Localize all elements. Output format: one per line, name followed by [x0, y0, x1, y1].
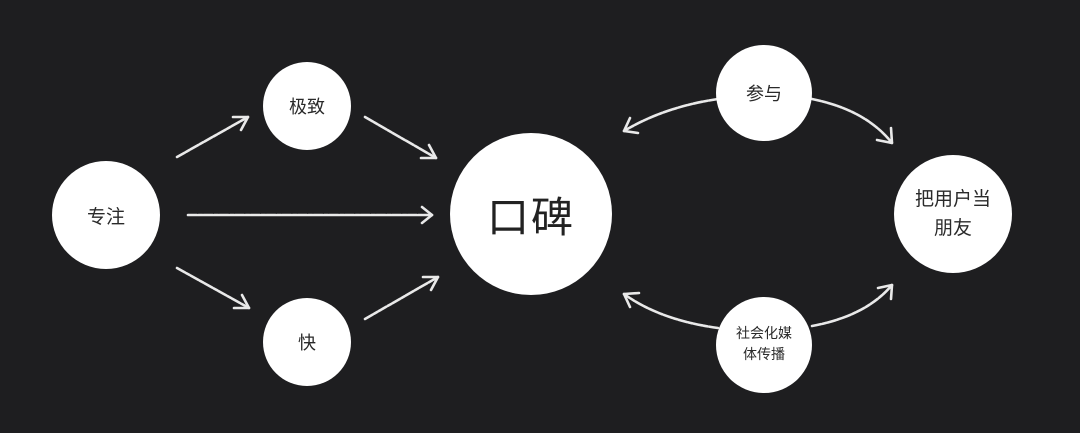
node-participate: 参与	[716, 45, 812, 141]
arrow-social-to-koubei	[622, 291, 720, 330]
arrow-focus-to-koubei	[186, 205, 434, 225]
node-extreme: 极致	[263, 62, 351, 150]
node-participate-label: 参与	[746, 84, 782, 105]
node-extreme-label: 极致	[289, 97, 325, 118]
node-koubei: 口碑	[450, 133, 612, 295]
node-fast: 快	[263, 298, 351, 386]
node-social-media: 社会化媒体传播	[716, 297, 812, 393]
node-koubei-label: 口碑	[486, 192, 575, 242]
arrow-focus-to-fast	[175, 266, 251, 310]
arrow-participate-to-friends	[810, 97, 894, 145]
node-fast-label: 快	[298, 333, 316, 354]
arrow-participate-to-koubei	[622, 97, 720, 135]
arrow-fast-to-koubei	[363, 275, 440, 321]
arrow-extreme-to-koubei	[363, 115, 438, 160]
node-friends-label: 把用户当朋友	[914, 188, 991, 239]
arrow-focus-to-extreme	[175, 115, 250, 159]
node-focus: 专注	[52, 161, 160, 269]
node-friends: 把用户当朋友	[894, 155, 1012, 273]
node-social-media-label: 社会化媒体传播	[736, 326, 792, 363]
node-focus-label: 专注	[86, 205, 125, 228]
arrow-social-to-friends	[810, 283, 894, 328]
